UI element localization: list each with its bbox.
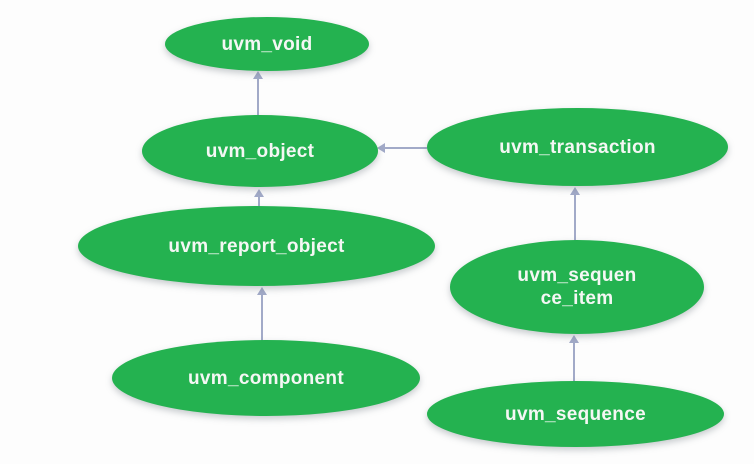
arrowhead-up-icon <box>254 189 264 197</box>
node-uvm_object: uvm_object <box>142 115 378 187</box>
node-uvm_sequence_item: uvm_sequen ce_item <box>450 240 704 334</box>
node-uvm_report_object-label: uvm_report_object <box>168 235 345 257</box>
arrowhead-up-icon <box>253 71 263 79</box>
node-uvm_sequence_item-label-line1: uvm_sequen <box>517 265 637 286</box>
node-uvm_void-label: uvm_void <box>221 33 313 55</box>
arrow-uvm_object-to-uvm_void <box>253 71 263 116</box>
arrowhead-left-icon <box>377 143 385 153</box>
node-uvm_transaction: uvm_transaction <box>427 108 728 186</box>
arrow-uvm_sequence-to-uvm_sequence_item <box>569 335 579 382</box>
node-uvm_component-label: uvm_component <box>188 367 344 389</box>
node-uvm_transaction-label: uvm_transaction <box>499 136 656 158</box>
node-uvm_report_object: uvm_report_object <box>78 206 435 286</box>
node-uvm_sequence-label: uvm_sequence <box>505 403 646 425</box>
arrowhead-up-icon <box>569 335 579 343</box>
node-uvm_void: uvm_void <box>165 17 369 71</box>
arrow-uvm_report_object-to-uvm_object <box>254 189 264 207</box>
arrow-uvm_transaction-to-uvm_object <box>377 143 427 153</box>
node-uvm_component: uvm_component <box>112 340 420 416</box>
arrow-uvm_sequence_item-to-uvm_transaction <box>570 187 580 241</box>
arrowhead-up-icon <box>570 187 580 195</box>
arrowhead-up-icon <box>257 287 267 295</box>
node-uvm_sequence_item-label-line2: ce_item <box>540 288 614 309</box>
arrow-uvm_component-to-uvm_report_object <box>257 287 267 341</box>
node-uvm_object-label: uvm_object <box>205 140 315 162</box>
node-uvm_sequence: uvm_sequence <box>427 381 724 447</box>
